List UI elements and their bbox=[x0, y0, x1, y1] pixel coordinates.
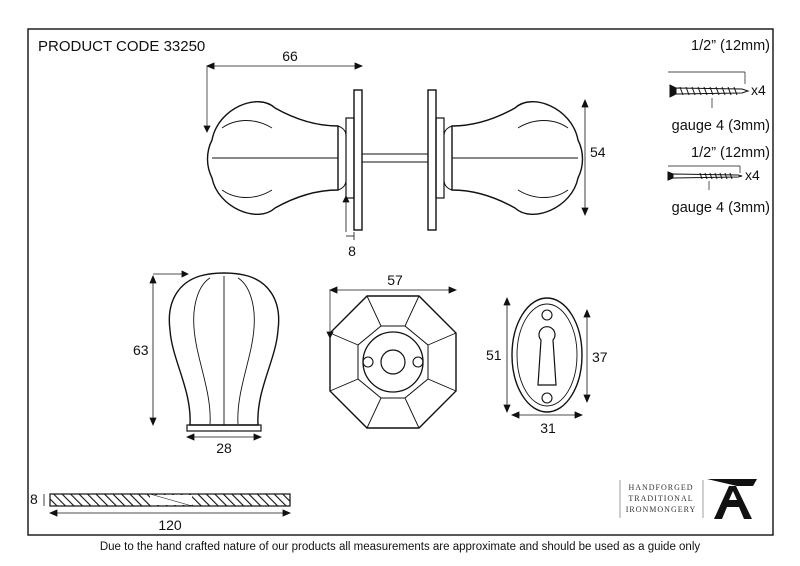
brand-line-2: TRADITIONAL bbox=[628, 494, 693, 503]
wood-screw-icon bbox=[668, 71, 750, 108]
knob-pair-side-view bbox=[206, 89, 584, 231]
screw-bottom-gauge: gauge 4 (3mm) bbox=[672, 200, 770, 216]
screw-top-qty: x4 bbox=[751, 82, 766, 98]
dimension-spindle bbox=[43, 494, 292, 517]
dimension-knob-length bbox=[203, 62, 364, 133]
brand-mark: HANDFORGED TRADITIONAL IRONMONGERY bbox=[619, 479, 757, 519]
dim-rose-width-label: 57 bbox=[387, 272, 403, 288]
dim-front-height-label: 63 bbox=[133, 342, 149, 358]
dim-escutcheon-outer-label: 51 bbox=[486, 347, 502, 363]
dim-rose-thickness-label: 8 bbox=[348, 243, 356, 259]
dimension-front-base bbox=[185, 433, 263, 441]
anvil-a-logo-icon bbox=[707, 479, 757, 519]
knob-front-view bbox=[168, 272, 280, 432]
dim-escutcheon-width-label: 31 bbox=[540, 420, 556, 436]
dimension-escutcheon bbox=[503, 296, 591, 419]
product-code: PRODUCT CODE 33250 bbox=[38, 38, 205, 55]
screw-bottom-qty: x4 bbox=[745, 167, 760, 183]
screw-top-length: 1/2” (12mm) bbox=[691, 38, 770, 54]
brand-line-1: HANDFORGED bbox=[628, 483, 693, 492]
dimension-knob-height bbox=[581, 98, 589, 217]
machine-screw-icon bbox=[667, 165, 743, 190]
octagonal-rose bbox=[329, 295, 457, 429]
screw-bottom-length: 1/2” (12mm) bbox=[691, 145, 770, 161]
dimension-front-height bbox=[149, 270, 189, 427]
dimension-rose-width bbox=[326, 286, 458, 339]
keyhole-escutcheon bbox=[511, 297, 583, 413]
footer-disclaimer: Due to the hand crafted nature of our pr… bbox=[99, 541, 701, 553]
dim-front-base-label: 28 bbox=[216, 440, 232, 456]
dim-escutcheon-inner-label: 37 bbox=[592, 349, 608, 365]
dim-knob-length-label: 66 bbox=[282, 48, 298, 64]
dim-spindle-length-label: 120 bbox=[158, 517, 182, 533]
brand-line-3: IRONMONGERY bbox=[626, 505, 697, 514]
dim-spindle-thickness-label: 8 bbox=[30, 491, 38, 507]
screw-top-gauge: gauge 4 (3mm) bbox=[672, 118, 770, 134]
drawing-frame bbox=[27, 28, 774, 536]
dimension-rose-thickness bbox=[342, 195, 355, 240]
spindle-bar bbox=[49, 493, 291, 507]
dim-knob-height-label: 54 bbox=[590, 144, 606, 160]
